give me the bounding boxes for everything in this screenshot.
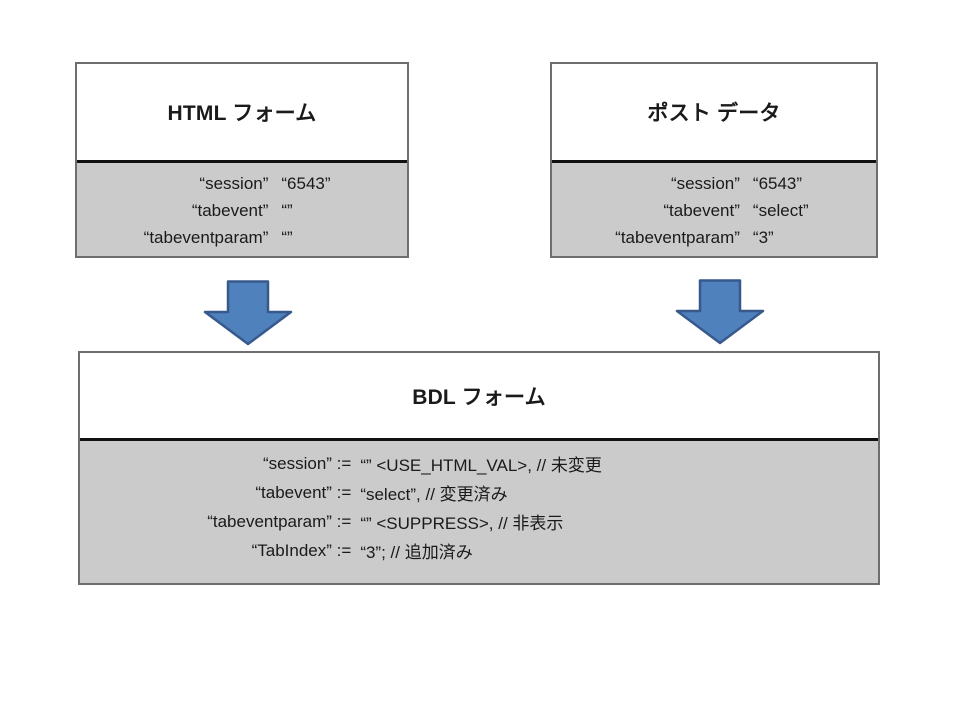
bdl-form-title: BDL フォーム [80,353,878,438]
field-name: “session” [670,173,740,193]
down-arrow-icon [203,280,293,346]
html-form-body: “session” “6543” “tabevent” “” “tabevent… [77,163,407,256]
field-value: “6543” [281,173,331,193]
field-value: “” [281,200,293,220]
table-row: “tabevent” “select” [552,197,876,224]
field-name: “tabeventparam” [143,227,269,247]
post-data-body: “session” “6543” “tabevent” “select” “ta… [552,163,876,256]
post-data-box: ポスト データ “session” “6543” “tabevent” “sel… [550,62,878,258]
field-name: “tabevent” [663,200,740,220]
table-row: “tabeventparam” “3” [552,224,876,251]
table-row: “tabeventparam” “” [77,224,407,251]
divider [80,438,878,441]
table-row: “tabeventparam” := “” <SUPPRESS>, // 非表示 [80,507,878,536]
field-value: “3” [752,227,774,247]
table-row: “TabIndex” := “3”; // 追加済み [80,536,878,565]
table-row: “session” “6543” [552,170,876,197]
table-row: “session” “6543” [77,170,407,197]
field-value: “” [281,227,293,247]
bdl-form-box: BDL フォーム “session” := “” <USE_HTML_VAL>,… [78,351,880,585]
table-row: “tabevent” “” [77,197,407,224]
html-form-box: HTML フォーム “session” “6543” “tabevent” “”… [75,62,409,258]
field-name: “TabIndex” := [251,540,352,560]
divider [77,160,407,163]
table-row: “tabevent” := “select”, // 変更済み [80,478,878,507]
field-name: “tabeventparam” [615,227,740,247]
field-name: “session” := [262,453,352,473]
field-value: “select” [752,200,809,220]
field-name: “session” [199,173,269,193]
table-row: “session” := “” <USE_HTML_VAL>, // 未変更 [80,449,878,478]
field-value: “” <USE_HTML_VAL>, // 未変更 [360,456,602,475]
field-name: “tabevent” := [255,482,352,502]
field-value: “select”, // 変更済み [360,485,508,504]
field-value: “3”; // 追加済み [360,543,473,562]
post-data-title: ポスト データ [552,64,876,160]
field-name: “tabeventparam” := [207,511,352,531]
field-value: “” <SUPPRESS>, // 非表示 [360,514,564,533]
divider [552,160,876,163]
down-arrow-icon [675,279,765,345]
bdl-form-body: “session” := “” <USE_HTML_VAL>, // 未変更 “… [80,441,878,583]
field-name: “tabevent” [191,200,269,220]
field-value: “6543” [752,173,803,193]
html-form-title: HTML フォーム [77,64,407,160]
